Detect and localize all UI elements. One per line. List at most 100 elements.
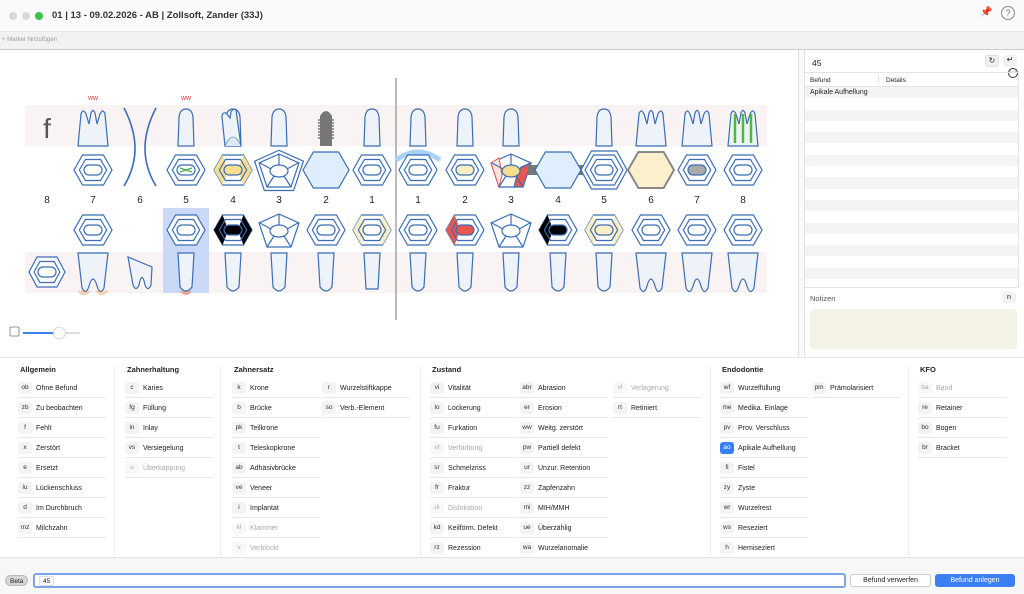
tooth-lower[interactable] [163, 208, 209, 296]
tooth-upper[interactable]: 6 [626, 109, 676, 207]
notes-field[interactable] [810, 309, 1017, 349]
table-row[interactable] [805, 199, 1018, 212]
table-row[interactable] [805, 222, 1018, 234]
tooth-upper[interactable]: 2 [445, 108, 485, 206]
close-window-button[interactable] [9, 12, 17, 20]
tooth-upper[interactable]: 4 [528, 151, 588, 206]
zoom-slider[interactable] [9, 326, 80, 340]
tooth-lower[interactable] [127, 256, 153, 290]
zoom-window-button[interactable] [35, 12, 43, 20]
tooth-lower[interactable] [28, 256, 66, 288]
table-row[interactable] [805, 189, 1018, 200]
tooth-lower[interactable] [677, 214, 717, 293]
tooth-lower[interactable] [258, 213, 300, 292]
tooth-upper[interactable]: 2 [302, 111, 350, 206]
table-row[interactable] [805, 109, 1018, 121]
table-row[interactable] [805, 121, 1018, 132]
panel-splitter[interactable] [798, 50, 805, 357]
tooth-upper[interactable]: 5 [580, 108, 628, 206]
tooth-lower[interactable] [213, 214, 253, 292]
command-input[interactable]: 45 [33, 573, 846, 588]
tooth-upper[interactable]: 3 [253, 108, 305, 206]
table-row[interactable] [805, 166, 1018, 177]
table-row[interactable] [805, 143, 1018, 154]
table-row[interactable] [805, 279, 1018, 290]
table-row[interactable]: Apikale Aufhellung [805, 87, 1018, 99]
table-row[interactable] [805, 98, 1018, 109]
tooth-lower[interactable] [445, 214, 485, 292]
notes-shortcut[interactable]: n [1002, 292, 1016, 303]
table-row[interactable] [805, 267, 1018, 280]
table-row[interactable] [805, 211, 1018, 222]
tooth-upper[interactable]: 8 [723, 109, 763, 207]
tooth-upper[interactable]: f8 [43, 113, 51, 206]
tooth-upper[interactable]: 4 [213, 108, 253, 206]
minimize-window-button[interactable] [22, 12, 30, 20]
tooth-lower[interactable] [723, 214, 763, 293]
discard-finding-button[interactable]: Befund verwerfen [850, 574, 931, 587]
table-row[interactable] [805, 245, 1018, 257]
table-row[interactable] [805, 177, 1018, 189]
tooth-lower[interactable] [490, 213, 532, 292]
tooth-upper[interactable]: 6 [123, 107, 157, 206]
tooth-upper[interactable]: 1 [394, 108, 442, 206]
more-options-icon[interactable]: ··· [1008, 68, 1018, 78]
enter-button[interactable]: ↵ [1003, 55, 1017, 67]
tooth-upper[interactable]: ww5 [166, 95, 206, 206]
create-finding-button[interactable]: Befund anlegen [935, 574, 1015, 587]
add-marker-button[interactable]: + Marker hinzufügen [2, 37, 57, 43]
tooth-lower[interactable] [306, 214, 346, 292]
help-icon[interactable]: ? [1001, 6, 1015, 20]
table-row[interactable] [805, 234, 1018, 245]
tooth-lower[interactable] [73, 214, 113, 296]
tooth-lower[interactable] [631, 214, 671, 293]
tooth-lower[interactable] [584, 214, 624, 292]
tooth-upper[interactable]: 3 [490, 108, 532, 206]
